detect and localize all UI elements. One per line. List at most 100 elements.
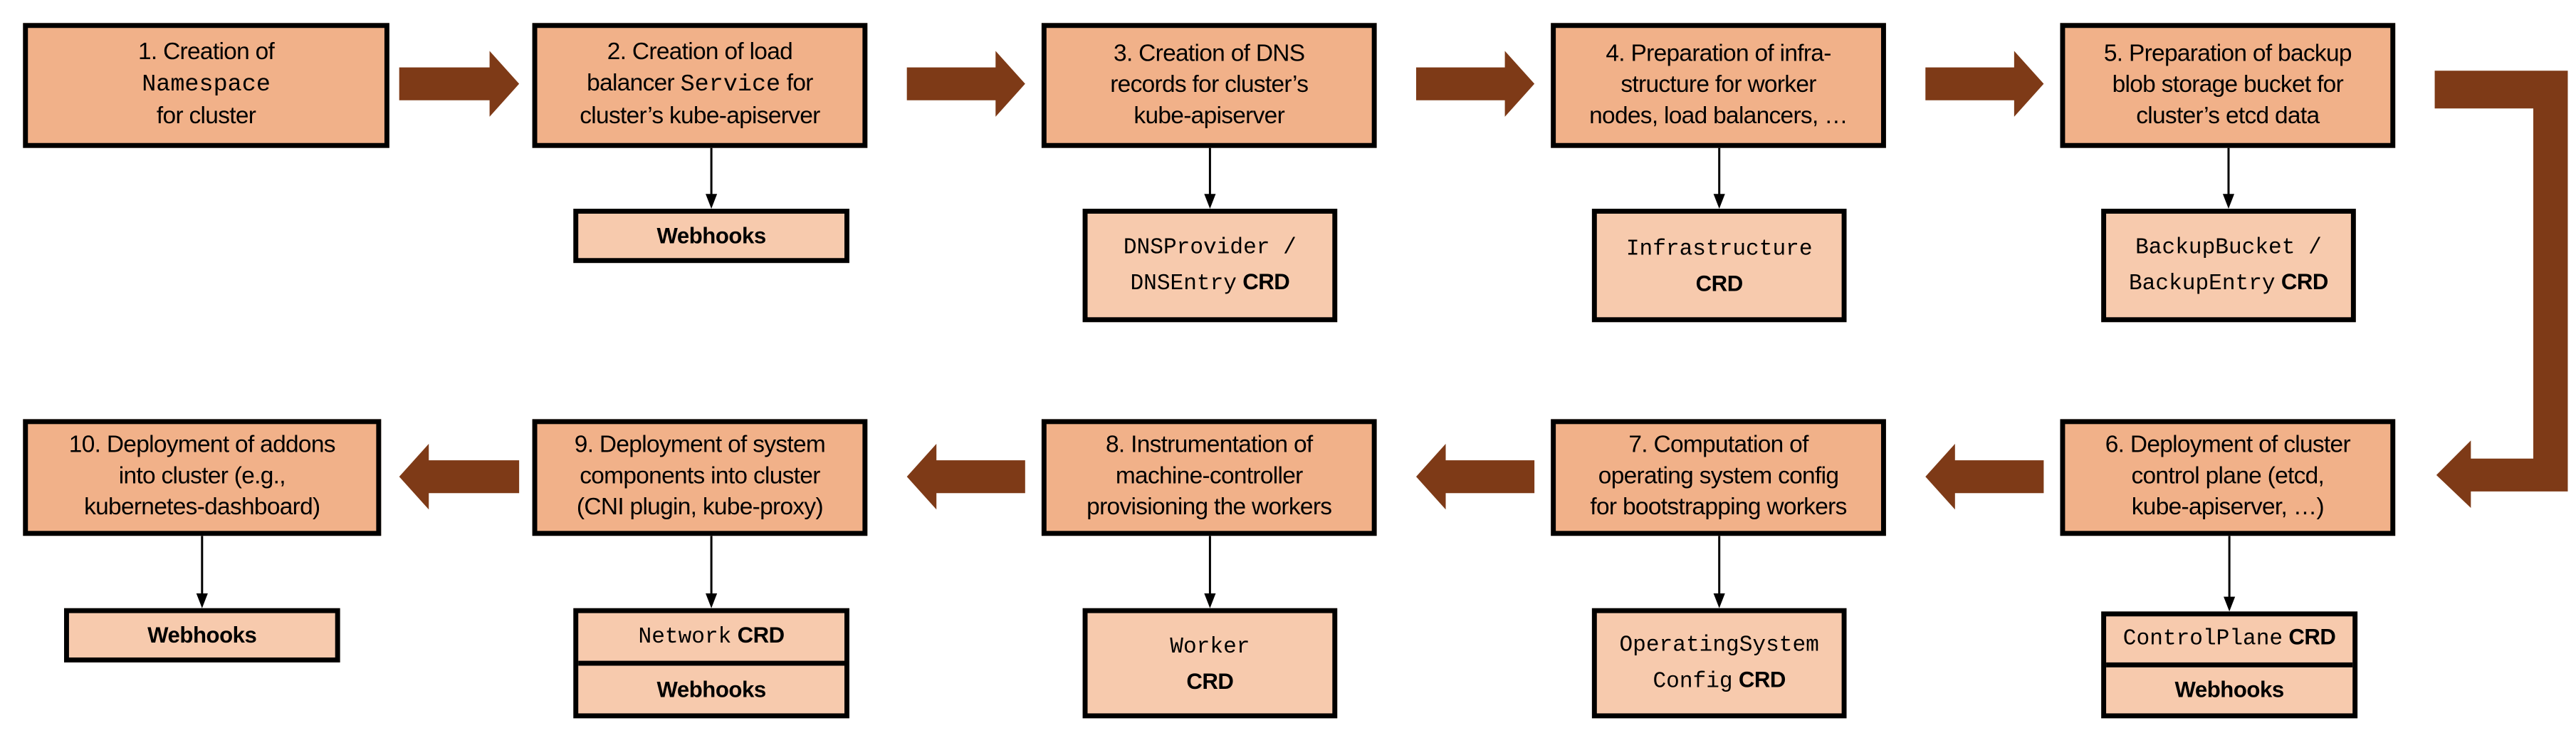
connector-arrowhead-icon [2224,596,2236,612]
resource-text: Network [638,625,732,650]
step-text-line: cluster’s kube-apiserver [580,102,820,133]
step-text: machine-controller [1115,463,1303,490]
resource-text: Worker [1170,635,1250,660]
resource-text-line: OperatingSystem [1619,627,1818,663]
step-text-line: 1. Creation of [138,38,275,69]
step-text: components into cluster [580,463,820,490]
step-text: kubernetes-dashboard) [84,494,320,521]
connector-arrowhead-icon [2222,194,2235,209]
step-text-line: 8. Instrumentation of [1105,431,1313,462]
resource-text: BackupEntry [2128,271,2276,297]
step-text: nodes, load balancers, … [1589,103,1848,130]
step-text-line: kube-apiserver [1133,101,1284,133]
step-text-line: for bootstrapping workers [1590,493,1847,524]
step-text: control plane (etcd, [2131,463,2325,490]
resource-cell: Network CRD [578,613,844,661]
flow-arrow-right-icon [399,51,520,117]
step-text-line: structure for worker [1621,70,1816,101]
resource-text: CRD [2275,269,2329,293]
resource-text: DNSEntry [1130,271,1237,297]
step-text-line: 5. Preparation of backup [2104,38,2352,70]
resource-text: CRD [1695,270,1744,296]
step-text-line: 4. Preparation of infra- [1606,38,1831,70]
resource-text: CRD [1186,667,1234,693]
resource-text-line: CRD [1186,665,1234,697]
step-text: 5. Preparation of backup [2103,40,2352,67]
resource-text: CRD [2283,624,2336,650]
resource-box-step-9: Network CRD Webhooks [573,608,849,719]
step-text-line: for cluster [157,102,256,133]
resource-cell: DNSProvider / DNSEntry CRD [1087,214,1332,317]
resource-text-line: ControlPlane CRD [2123,621,2336,658]
connector-arrowhead-icon [1713,194,1725,209]
resource-text: Config [1653,670,1733,695]
resource-text-line: Webhooks [2174,674,2284,707]
step-box-4: 4. Preparation of infra-structure for wo… [1551,23,1886,148]
step-text-line: balancer Service for [587,69,813,102]
resource-box-step-10: Webhooks [63,608,340,663]
step-text: into cluster (e.g., [118,463,286,490]
resource-text: Infrastructure [1625,237,1813,263]
step-text-line: (CNI plugin, kube-proxy) [577,493,824,524]
connector-arrowhead-icon [1204,593,1216,608]
resource-box-step-2: Webhooks [573,209,849,264]
step-text-line: 6. Deployment of cluster [2105,431,2351,462]
step-text: for [780,71,814,98]
connector-arrowhead-icon [706,593,718,608]
resource-text: OperatingSystem [1619,633,1819,659]
resource-text: CRD [1237,269,1290,293]
step-text-line: 2. Creation of load [607,38,793,69]
flow-arrow-bend-icon [2434,71,2568,508]
resource-text-line: Webhooks [656,673,766,706]
resource-text: CRD [731,622,785,647]
step-text-line: records for cluster’s [1110,70,1309,101]
resource-text-line: DNSEntry CRD [1130,266,1289,302]
step-text: kube-apiserver, …) [2131,494,2325,521]
step-text-line: components into cluster [580,462,820,493]
step-text: 2. Creation of load [607,39,793,66]
step-text: structure for worker [1621,71,1816,98]
resource-cell: BackupBucket / BackupEntry CRD [2106,214,2351,317]
resource-text-line: Worker [1170,629,1250,665]
step-text: cluster’s kube-apiserver [580,103,820,130]
step-text: cluster’s etcd data [2136,103,2320,130]
flow-arrow-right-icon [1925,51,2044,117]
step-text: provisioning the workers [1087,494,1332,521]
step-text-line: 9. Deployment of system [575,431,826,462]
resource-text: DNSProvider / [1123,236,1297,261]
resource-text: Webhooks [2174,677,2284,702]
resource-text: CRD [1732,666,1786,692]
step-text-line: machine-controller [1116,462,1303,493]
flow-arrow-left-icon [1415,443,1535,510]
resource-text-line: Webhooks [656,219,766,252]
resource-box-step-5: BackupBucket / BackupEntry CRD [2101,209,2356,323]
step-text-line: into cluster (e.g., [119,462,286,493]
step-text-line: kube-apiserver, …) [2131,493,2325,524]
resource-text: BackupBucket / [2135,236,2322,261]
step-text: 7. Computation of [1628,432,1808,459]
step-text-line: kubernetes-dashboard) [84,493,320,524]
resource-cell: Webhooks [578,660,845,714]
step-text: 8. Instrumentation of [1105,432,1313,459]
step-text-line: Namespace [142,69,271,102]
resource-box-step-6: ControlPlane CRD Webhooks [2101,611,2358,719]
step-text-line: blob storage bucket for [2112,70,2344,101]
step-text-line: 3. Creation of DNS [1114,38,1305,70]
step-text: for bootstrapping workers [1590,494,1847,521]
step-text-line: nodes, load balancers, … [1589,101,1848,133]
flow-arrow-left-icon [1925,443,2044,510]
connector-arrowhead-icon [1204,194,1216,209]
resource-text-line: Infrastructure [1626,231,1813,267]
resource-cell: ControlPlane CRD [2106,616,2352,663]
step-text: kube-apiserver [1133,103,1285,130]
step-text: Service [680,72,781,99]
flow-arrow-right-icon [906,51,1025,117]
